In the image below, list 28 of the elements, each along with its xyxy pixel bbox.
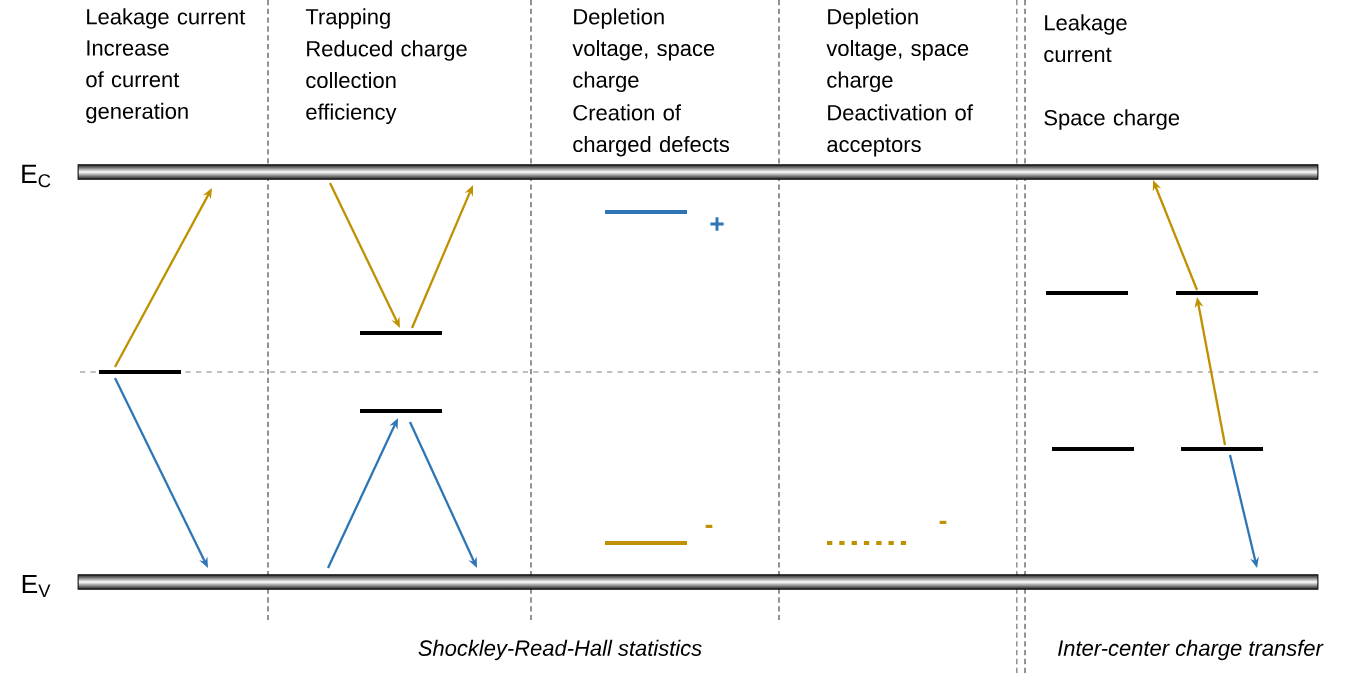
energy-level [360,409,442,413]
energy-level [99,370,181,374]
effect-text: Leakage current [87,8,246,29]
energy-level [1176,291,1258,295]
effect-text: Creation of charged defects [573,104,730,157]
energy-level [827,541,909,545]
effect-text: Reduced charge collection efficiency [306,40,467,125]
effect-text: Space charge [1044,109,1180,130]
energy-level [1046,291,1128,295]
energy-level [360,331,442,335]
energy-level [1052,447,1134,451]
energy-level [605,210,687,214]
caption: Inter-center charge transfer [1058,639,1324,661]
charge-sign: - [705,524,713,528]
energy-level [1181,447,1263,451]
charge-sign: - [939,520,947,524]
effect-text: Leakage current [1044,14,1127,63]
effect-text: Depletion voltage, space charge [826,8,969,93]
band-edge [77,574,1319,590]
effect-text: Depletion voltage, space charge [572,8,715,93]
band-edge [77,164,1319,180]
energy-level [605,541,687,545]
band-label: E$_{V}$ [22,574,51,598]
caption: Shockley-Read-Hall statistics [418,639,702,661]
charge-sign: + [710,217,724,231]
effect-text: Increase of current generation [86,40,188,124]
effect-text: Trapping [305,8,390,29]
band-label: E$_{C}$ [22,164,51,188]
